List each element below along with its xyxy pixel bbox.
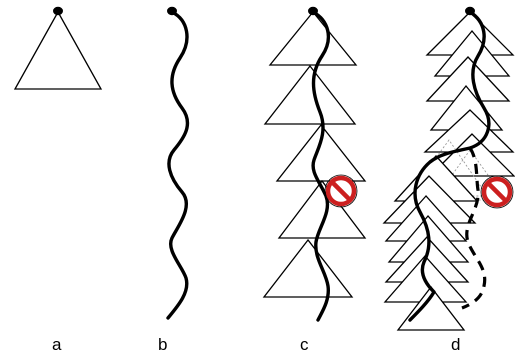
triangle-region [268,10,358,66]
wavy-path [311,10,331,322]
panel-label-d: d [451,335,460,354]
start-dot-icon [53,6,63,16]
panel-c [262,6,367,322]
start-dot-icon [167,6,177,16]
triangle-region [263,64,357,125]
panel-label-b: b [158,335,167,354]
triangle-region [13,10,103,90]
panel-d [382,6,515,331]
prohibition-sign-icon [324,174,358,208]
start-dot-icon [308,6,318,16]
prohibition-sign-icon [480,175,514,209]
start-dot-icon [465,6,475,16]
triangle-region [396,285,466,331]
panel-a [13,6,103,90]
panel-b [166,6,190,320]
triangle-region [277,179,367,239]
wavy-path [166,10,190,320]
panel-label-c: c [300,335,309,354]
triangle-region [275,123,367,182]
wavy-path [408,10,491,322]
dashed-blocked-path [461,147,487,310]
panel-label-a: a [52,335,62,354]
triangle-region [262,238,354,298]
